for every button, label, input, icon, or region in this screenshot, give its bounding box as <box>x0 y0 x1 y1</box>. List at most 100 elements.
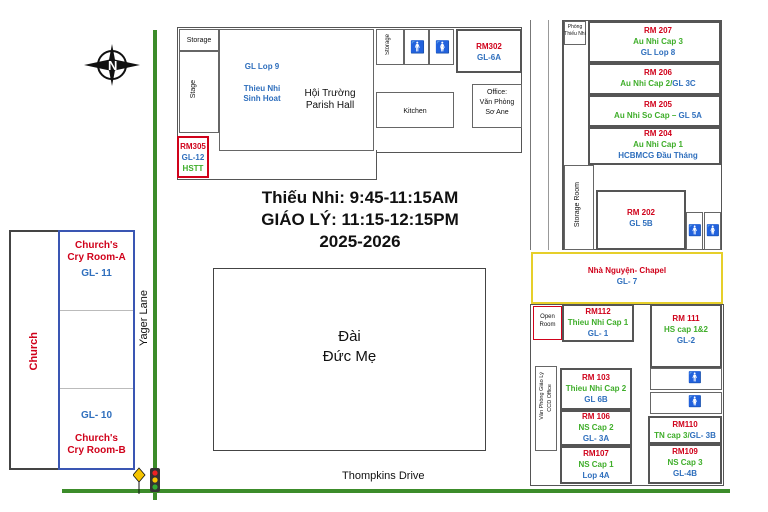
center-label-2: Đức Mẹ <box>322 348 377 365</box>
rm106-label-2: NS Cap 2 <box>578 423 614 432</box>
rm207-label-3: GL Lop 8 <box>640 48 676 57</box>
church-cry-rooms-frame <box>58 230 135 470</box>
traffic-light-icon <box>133 467 160 494</box>
rm305-label-3: HSTT <box>182 164 204 173</box>
rm207-label-2: Au Nhi Cap 3 <box>633 37 683 46</box>
schedule-line-2: GIÁO LÝ: 11:15-12:15PM <box>261 210 459 229</box>
cry-room-a-gl: GL- 11 <box>81 268 112 279</box>
rm109-label-3: GL-4B <box>673 469 697 478</box>
hall-lower-wing <box>177 150 377 180</box>
rm302-label-2: GL-6A <box>477 53 501 62</box>
cry-room-a-title-2: Cry Room-A <box>67 252 126 263</box>
stage-label: Stage <box>190 80 197 99</box>
open-room-label-2: Room <box>539 322 556 328</box>
storage-room-2 <box>376 29 404 65</box>
gl9-label-1: GL Lop 9 <box>244 62 280 71</box>
schedule-line-3: 2025-2026 <box>319 232 401 251</box>
storage-room-hall <box>179 29 219 51</box>
rm205-label-2b: GL 5A <box>678 111 702 120</box>
office-label-2: Văn Phòng <box>479 99 515 106</box>
rm106-label-3: GL- 3A <box>582 434 610 443</box>
church-divider-2 <box>60 388 133 389</box>
rm202-room <box>596 190 686 250</box>
parish-hall-label-1: Hội Trường <box>304 88 356 99</box>
rm112-room <box>562 304 634 342</box>
rm302-room <box>456 29 522 73</box>
church-divider-1 <box>60 310 133 311</box>
rm206-label-2b: GL 3C <box>672 79 696 88</box>
rm206-room <box>588 63 721 95</box>
kitchen-label: Kitchen <box>403 108 427 115</box>
rm103-label-3: GL 6B <box>584 395 608 404</box>
rm204-label-1: RM 204 <box>643 129 672 138</box>
parish-hall-room <box>219 29 374 151</box>
cry-room-b-gl: GL- 10 <box>80 410 113 421</box>
rm109-label-1: RM109 <box>672 447 698 456</box>
rm204-label-3: HCBMCG Đầu Tháng <box>618 151 698 160</box>
rm206-label-1: RM 206 <box>643 68 672 77</box>
rm106-room <box>560 410 632 446</box>
rm110-label-2b: GL- 3B <box>689 431 716 440</box>
rm205-label-2a: Au Nhi So Cap – <box>614 111 677 120</box>
restroom-2 <box>429 29 454 65</box>
compass-letter: N <box>108 58 117 73</box>
rm207-label-1: RM 207 <box>643 26 672 35</box>
phong-thieu-nhi-room <box>564 21 586 45</box>
rm107-room <box>560 446 632 484</box>
east-corridor-line-2 <box>548 20 549 250</box>
open-room-label-1: Open <box>540 314 555 320</box>
thompkins-drive-label: Thompkins Drive <box>342 470 425 482</box>
rm111-label-3: GL-2 <box>676 336 696 345</box>
gl9-label-3: Sinh Hoat <box>243 94 281 103</box>
ccd-office <box>535 366 557 451</box>
chapel-room <box>531 252 723 304</box>
restroom-4 <box>704 212 721 250</box>
rm103-label-1: RM 103 <box>581 373 610 382</box>
open-room <box>533 306 562 340</box>
restroom-5-icon: 🚹 <box>688 372 702 384</box>
center-label-1: Đài <box>338 328 361 345</box>
office-room <box>472 84 522 128</box>
restroom-6-icon: 🚺 <box>688 396 702 408</box>
restroom-2-icon: 🚺 <box>435 40 450 54</box>
storage-room-east-label: Storage Room <box>574 182 581 228</box>
rm112-label-1: RM112 <box>585 307 611 316</box>
rm202-label-1: RM 202 <box>626 208 655 217</box>
rm110-label-2: TN cap 3/GL- 3B <box>642 431 728 441</box>
office-label-1: Office: <box>486 89 508 96</box>
yager-lane-road <box>153 30 157 500</box>
rm302-label-1: RM302 <box>476 42 502 51</box>
storage-room-east <box>564 165 594 250</box>
cry-room-a-title-1: Church's <box>75 240 118 251</box>
restroom-3 <box>686 212 703 250</box>
thompkins-drive-road <box>62 489 730 493</box>
rm103-room <box>560 368 632 410</box>
rm206-label-2: Au Nhi Cap 2/GL 3C <box>598 79 718 89</box>
rm206-label-2a: Au Nhi Cap 2/ <box>620 79 673 88</box>
rm305-label-1: RM305 <box>180 142 206 151</box>
office-label-3: Sơ Ane <box>485 109 509 116</box>
east-corridor-line <box>530 20 531 250</box>
chapel-label-1: Nhà Nguyện- Chapel <box>587 266 667 275</box>
rm103-label-2: Thieu Nhi Cap 2 <box>565 384 627 393</box>
rm305-label-2: GL-12 <box>181 153 205 162</box>
rm112-label-2: Thieu Nhi Cap 1 <box>567 318 629 327</box>
rm109-label-2: NS Cap 3 <box>667 458 703 467</box>
church-label: Church <box>28 332 40 371</box>
rm204-label-2: Au Nhi Cap 1 <box>633 140 683 149</box>
rm112-label-3: GL- 1 <box>587 329 609 338</box>
rm204-room <box>588 127 721 165</box>
rm107-label-3: Lop 4A <box>582 471 610 480</box>
compass-icon: N <box>84 44 140 86</box>
rm202-label-2: GL 5B <box>629 219 653 228</box>
lower-building-outline <box>530 304 724 486</box>
rm107-label-1: RM107 <box>583 449 609 458</box>
restroom-4-icon: 🚺 <box>706 225 720 237</box>
cry-room-b-title-2: Cry Room-B <box>67 445 126 456</box>
rm110-label-2a: TN cap 3/ <box>654 431 690 440</box>
restroom-1 <box>404 29 429 65</box>
storage-2-label: Storage <box>385 34 391 56</box>
cry-room-b-title-1: Church's <box>75 433 118 444</box>
rm109-room <box>648 444 722 484</box>
restroom-6 <box>650 392 722 414</box>
